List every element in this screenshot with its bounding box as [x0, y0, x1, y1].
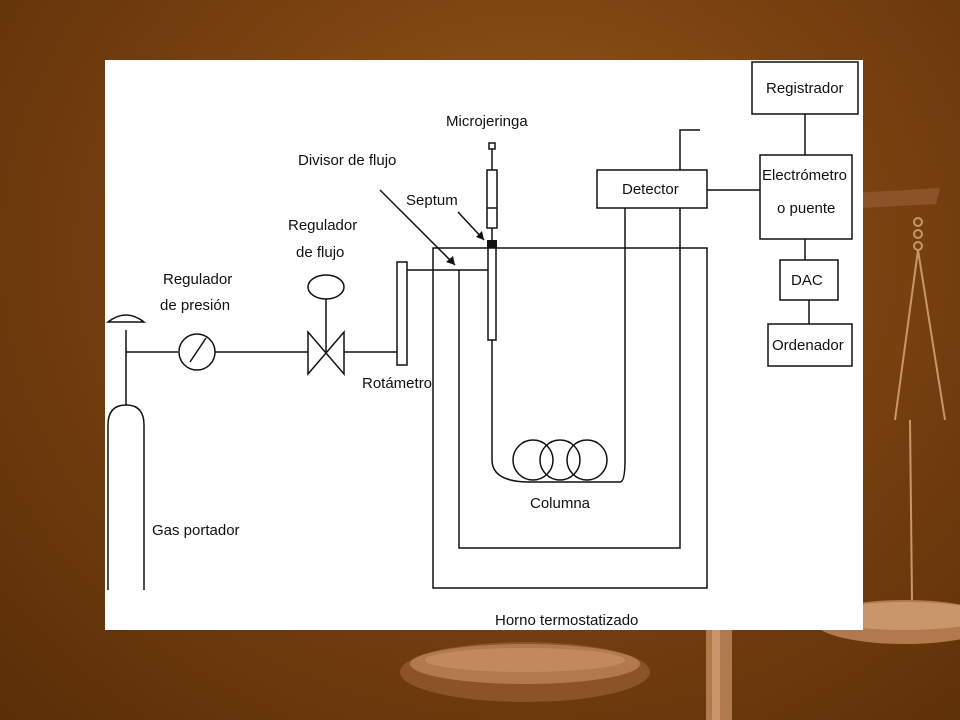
column-coil	[491, 208, 626, 483]
septum-arrowhead	[476, 231, 484, 240]
flow-regulator-valve	[307, 274, 345, 377]
label-detector: Detector	[622, 181, 679, 198]
divisor-arrowhead	[446, 256, 455, 265]
electrometro-box	[759, 154, 853, 240]
microsyringe	[486, 142, 498, 240]
gas-chromatograph-diagram: Microjeringa Divisor de flujo Septum Reg…	[105, 61, 859, 629]
injector	[487, 247, 497, 460]
septum-marker	[487, 240, 497, 248]
detector-box	[596, 169, 708, 209]
split-line	[458, 129, 700, 549]
label-rotametro: Rotámetro	[362, 375, 432, 392]
label-electrometro-2: o puente	[777, 200, 835, 217]
dac-box	[779, 259, 839, 301]
pressure-gauge	[178, 333, 216, 371]
scale-pan-left	[400, 642, 650, 702]
label-ordenador: Ordenador	[772, 337, 844, 354]
gas-cylinder	[105, 314, 147, 590]
label-divisor-flujo: Divisor de flujo	[298, 152, 396, 169]
ordenador-box	[767, 323, 853, 367]
label-columna: Columna	[530, 495, 591, 512]
label-regulador-presion-1: Regulador	[163, 271, 232, 288]
label-microjeringa: Microjeringa	[446, 113, 528, 130]
oven-box	[432, 247, 708, 589]
scale-chain-right	[894, 217, 946, 601]
label-gas-portador: Gas portador	[152, 522, 240, 539]
label-regulador-flujo-1: Regulador	[288, 217, 357, 234]
label-regulador-flujo-2: de flujo	[296, 244, 344, 261]
diagram-panel: Microjeringa Divisor de flujo Septum Reg…	[105, 60, 863, 630]
label-registrador: Registrador	[766, 80, 844, 97]
label-electrometro-1: Electrómetro	[762, 167, 847, 184]
label-dac: DAC	[791, 272, 823, 289]
label-regulador-presion-2: de presión	[160, 297, 230, 314]
divisor-arrow	[379, 189, 456, 266]
scale-post	[706, 630, 732, 720]
label-septum: Septum	[406, 192, 458, 209]
label-horno: Horno termostatizado	[495, 612, 638, 629]
rotameter	[396, 261, 408, 366]
